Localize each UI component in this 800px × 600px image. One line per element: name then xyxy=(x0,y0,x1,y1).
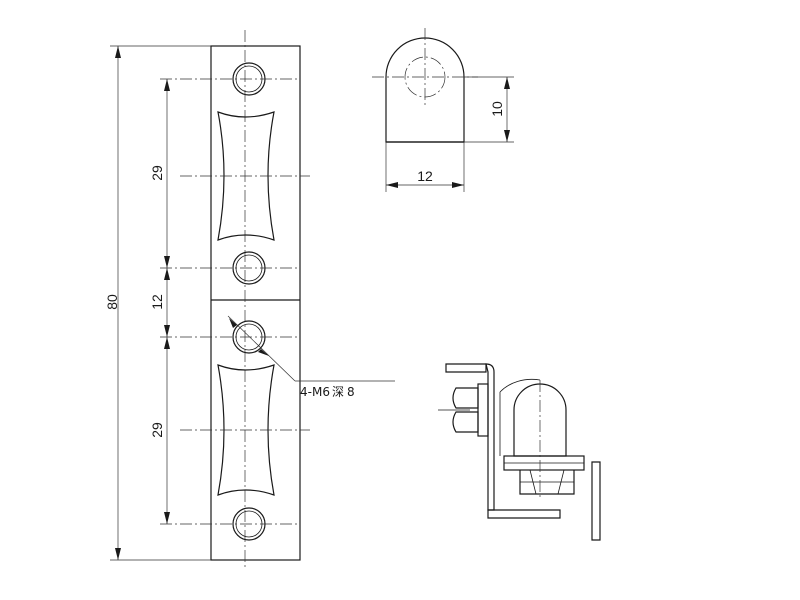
label-end-width: 12 xyxy=(417,168,433,184)
left-screw-head-upper xyxy=(452,387,479,409)
hole-4 xyxy=(160,507,300,541)
plate-outline xyxy=(210,45,301,561)
label-middle-gap: 12 xyxy=(149,294,165,310)
end-view xyxy=(372,28,478,143)
hole-1 xyxy=(160,62,300,96)
lower-slot xyxy=(217,364,275,496)
front-view xyxy=(160,30,310,570)
pin-dome xyxy=(513,383,567,457)
bottom-bracket-base xyxy=(487,509,561,519)
hole-callout-leader xyxy=(227,315,395,382)
label-upper-pitch: 29 xyxy=(149,165,165,181)
left-screw-head-lower xyxy=(452,411,479,433)
pin-dome-shadow xyxy=(499,378,541,393)
pin-head-outline xyxy=(385,37,465,143)
dimension-end-height xyxy=(464,76,514,143)
upper-slot xyxy=(217,111,275,241)
hole-2 xyxy=(160,251,300,285)
dimension-overall-length xyxy=(110,45,211,561)
dimension-upper-pitch xyxy=(164,79,170,268)
label-overall-length: 80 xyxy=(104,294,120,310)
label-end-height: 10 xyxy=(489,101,505,117)
label-lower-pitch: 29 xyxy=(149,422,165,438)
dimension-lower-pitch xyxy=(164,337,170,524)
dimension-middle-gap xyxy=(164,268,170,337)
left-screw-washer xyxy=(477,383,489,437)
top-bracket-leg xyxy=(485,363,495,511)
hole-3 xyxy=(160,320,300,354)
top-bracket-flange xyxy=(445,363,487,373)
bottom-bracket-upright xyxy=(591,461,601,541)
dimension-end-width xyxy=(385,142,465,192)
assembly-view xyxy=(438,363,601,541)
